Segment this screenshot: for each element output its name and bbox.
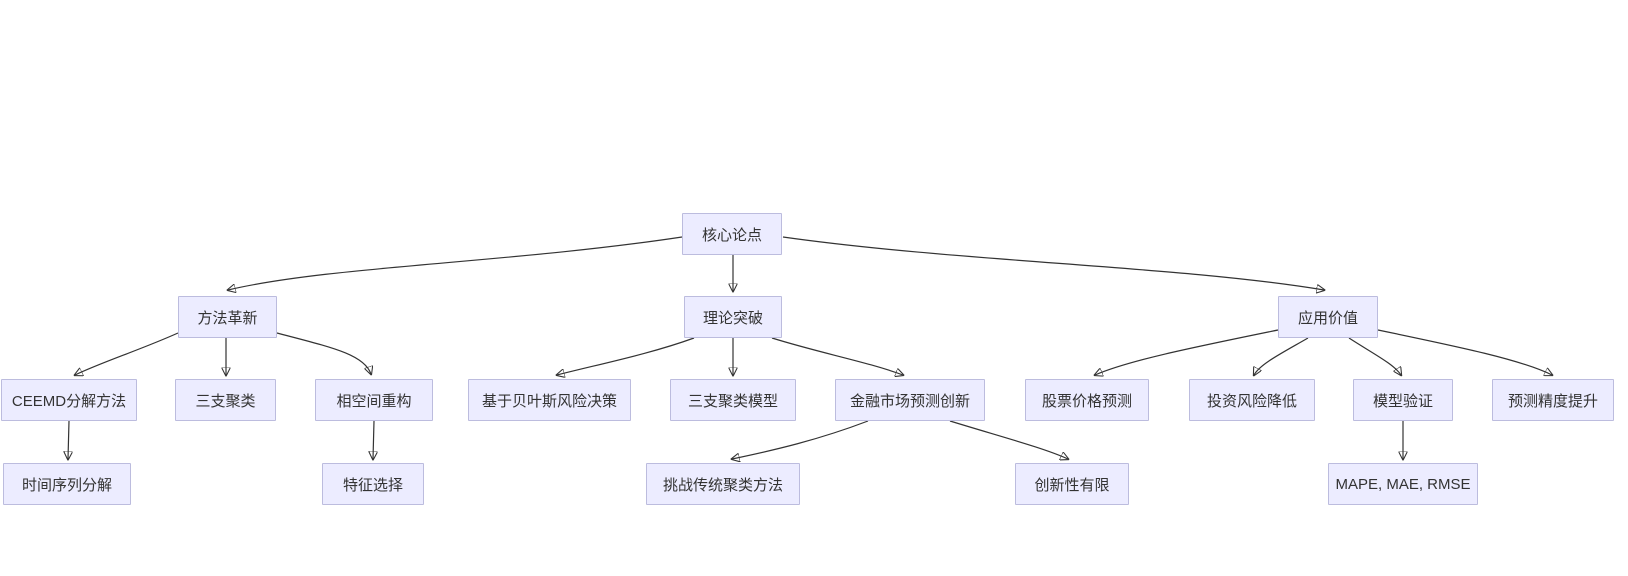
node-bayesian-risk-decision: 基于贝叶斯风险决策 <box>468 379 631 421</box>
node-three-way-cluster-model: 三支聚类模型 <box>670 379 796 421</box>
node-forecast-precision-improvement: 预测精度提升 <box>1492 379 1614 421</box>
node-stock-price-forecast: 股票价格预测 <box>1025 379 1149 421</box>
edge-ceemd-tsdecomp <box>68 420 69 459</box>
node-phase-space-reconstruction: 相空间重构 <box>315 379 433 421</box>
node-investment-risk-reduction: 投资风险降低 <box>1189 379 1315 421</box>
node-feature-selection: 特征选择 <box>322 463 424 505</box>
edge-value-modelvalid <box>1348 337 1401 375</box>
edge-method-ceemd <box>75 332 179 375</box>
edge-value-risk <box>1254 337 1309 375</box>
edge-theory-bayes <box>557 337 695 375</box>
node-model-validation: 模型验证 <box>1353 379 1453 421</box>
node-theory-breakthrough: 理论突破 <box>684 296 782 338</box>
node-application-value: 应用价值 <box>1278 296 1378 338</box>
edge-method-phasespace <box>276 332 371 374</box>
edge-fininnov-challenge <box>732 420 869 459</box>
node-ceemd-decomposition: CEEMD分解方法 <box>1 379 137 421</box>
node-method-innovation: 方法革新 <box>178 296 277 338</box>
edge-theory-fininnov <box>771 337 903 375</box>
node-core-argument: 核心论点 <box>682 213 782 255</box>
edge-value-precision <box>1377 329 1552 375</box>
node-financial-forecast-innovation: 金融市场预测创新 <box>835 379 985 421</box>
edge-value-stock <box>1095 329 1279 375</box>
node-mape-mae-rmse: MAPE, MAE, RMSE <box>1328 463 1478 505</box>
node-limited-innovation: 创新性有限 <box>1015 463 1129 505</box>
node-challenge-traditional-clustering: 挑战传统聚类方法 <box>646 463 800 505</box>
edge-core-method <box>228 236 683 290</box>
edge-phasespace-feature <box>373 420 374 459</box>
edge-fininnov-limited <box>949 420 1068 459</box>
node-time-series-decomposition: 时间序列分解 <box>3 463 131 505</box>
node-three-way-clustering: 三支聚类 <box>175 379 276 421</box>
edge-core-value <box>782 236 1324 290</box>
